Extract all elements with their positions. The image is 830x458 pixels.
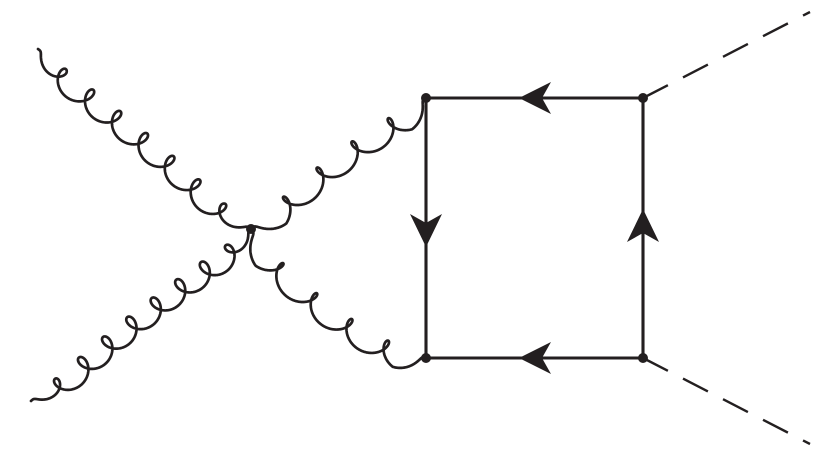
- vertex-top-right: [638, 93, 648, 103]
- vertex-bottom-right: [638, 353, 648, 363]
- gluon-lines: [29, 47, 428, 403]
- fermion-arrow-right-icon: [627, 209, 659, 242]
- gluon-internal-top: [249, 96, 428, 231]
- fermion-arrow-left-icon: [410, 214, 442, 247]
- fermion-arrow-bottom-icon: [519, 342, 551, 374]
- vertices: [246, 93, 648, 363]
- scalar-line-top: [642, 10, 811, 100]
- vertex-top-left: [421, 93, 431, 103]
- gluon-internal-bottom: [248, 227, 428, 370]
- gluon-incoming-top: [36, 47, 253, 231]
- scalar-lines: [642, 10, 811, 446]
- vertex-gluon-crossing: [246, 224, 256, 234]
- fermion-box-loop: [410, 82, 659, 374]
- gluon-incoming-bottom: [29, 227, 253, 403]
- vertex-bottom-left: [421, 353, 431, 363]
- fermion-arrow-top-icon: [519, 82, 551, 114]
- scalar-line-bottom: [642, 356, 811, 446]
